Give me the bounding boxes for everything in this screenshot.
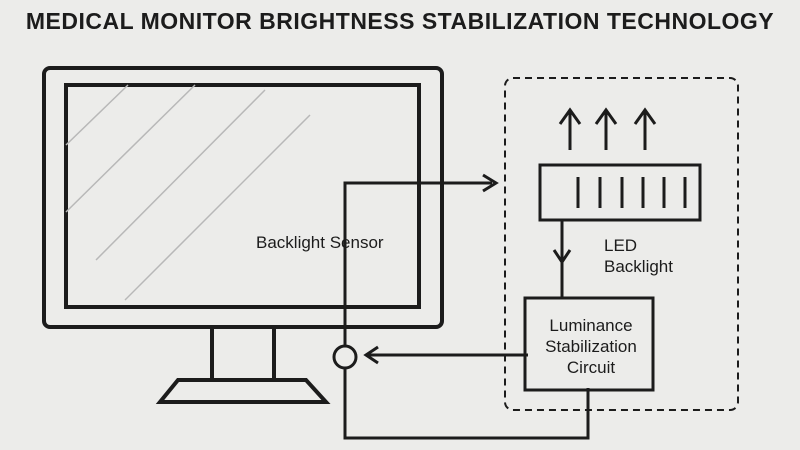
monitor-screen (64, 83, 421, 309)
monitor-stand-base (155, 378, 331, 404)
up-arrow-icon (633, 107, 657, 150)
sensor-to-led-arrowhead (482, 173, 499, 193)
up-arrow-icon (594, 107, 618, 150)
backlight-sensor-label: Backlight Sensor (256, 233, 384, 252)
sensor-to-led-line (343, 181, 492, 345)
circuit-label-line2: Stabilization (545, 337, 637, 356)
backlight-module-enclosure (504, 77, 739, 411)
monitor-stand-neck (210, 327, 276, 380)
circuit-bottom-loop-line (343, 368, 590, 440)
circuit-to-sensor-arrowhead (363, 345, 379, 365)
led-to-circuit-arrowhead (552, 249, 572, 265)
luminance-circuit-label: Luminance Stabilization Circuit (526, 315, 656, 378)
monitor (42, 66, 444, 404)
screen-glare-lines (65, 84, 311, 301)
light-emission-arrows (558, 107, 657, 150)
up-arrow-icon (558, 107, 582, 150)
circuit-label-line1: Luminance (549, 316, 633, 335)
luminance-circuit-box (523, 296, 655, 392)
circuit-label-line3: Circuit (566, 358, 616, 377)
led-label-line2: Backlight (604, 257, 673, 276)
diagram-title: MEDICAL MONITOR BRIGHTNESS STABILIZATION… (25, 8, 775, 34)
led-backlight-strip (538, 163, 702, 222)
connections (343, 173, 590, 440)
monitor-bezel (42, 66, 444, 329)
backlight-sensor-icon (332, 344, 358, 370)
led-backlight-label: LED Backlight (604, 235, 704, 277)
led-label-line1: LED (604, 236, 638, 255)
